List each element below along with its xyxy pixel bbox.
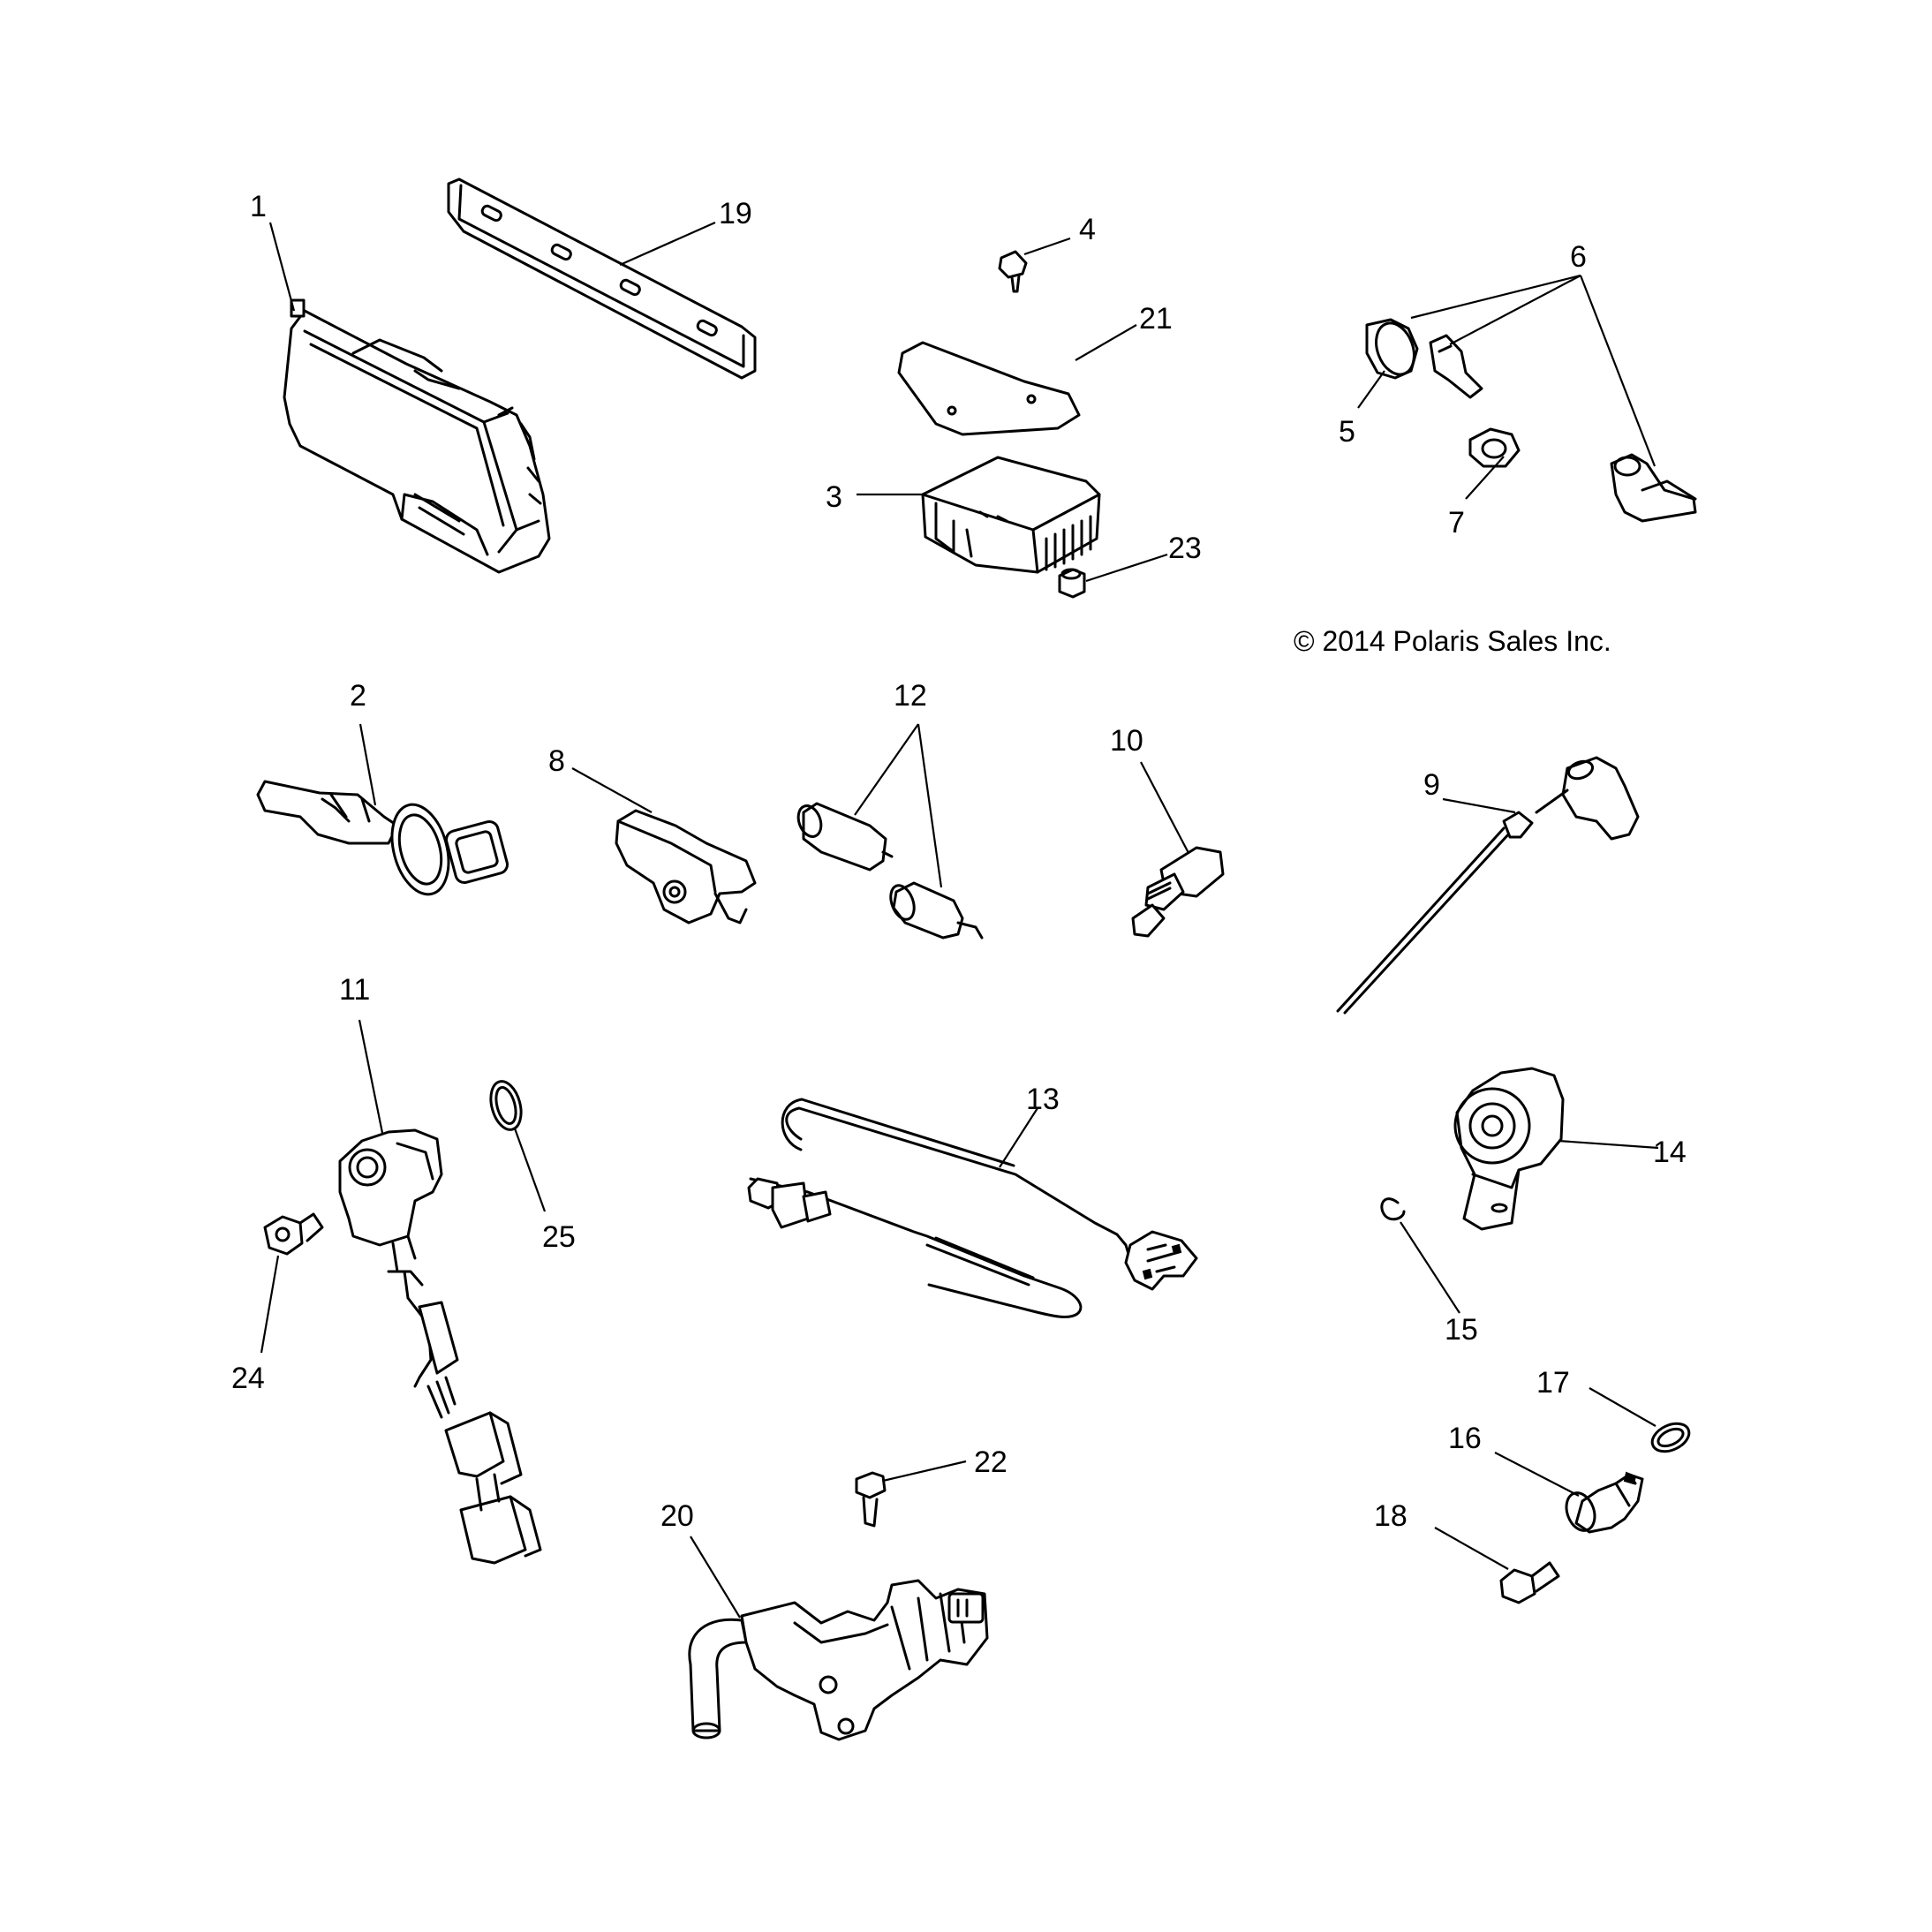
part-10-temp-sensor bbox=[1131, 846, 1225, 938]
part-8-map-sensor bbox=[615, 809, 757, 924]
part-1-ecu bbox=[283, 298, 551, 574]
part-20-valve bbox=[688, 1579, 989, 1741]
part-6-sensor bbox=[1610, 453, 1697, 523]
part-5-cap bbox=[1365, 318, 1419, 380]
callout-16: 16 bbox=[1448, 1422, 1482, 1455]
callout-2: 2 bbox=[350, 679, 366, 713]
part-19-bracket bbox=[447, 177, 757, 380]
callout-25: 25 bbox=[542, 1220, 576, 1254]
part-7-nut bbox=[1468, 427, 1521, 468]
part-21-gasket bbox=[897, 341, 1081, 436]
callout-17: 17 bbox=[1536, 1366, 1570, 1400]
part-16-speed-sensor bbox=[1565, 1471, 1644, 1534]
callout-5: 5 bbox=[1339, 415, 1355, 449]
part-24-bolt bbox=[263, 1212, 324, 1256]
leader-lines bbox=[260, 221, 1659, 1619]
callout-3: 3 bbox=[826, 480, 842, 514]
callout-14: 14 bbox=[1653, 1136, 1687, 1169]
callout-21: 21 bbox=[1139, 302, 1173, 336]
callout-22: 22 bbox=[974, 1445, 1008, 1479]
part-22-screw bbox=[855, 1471, 887, 1528]
callout-19: 19 bbox=[719, 197, 752, 230]
callout-13: 13 bbox=[1026, 1083, 1060, 1116]
callout-4: 4 bbox=[1079, 213, 1096, 246]
callout-15: 15 bbox=[1445, 1313, 1478, 1347]
callout-20: 20 bbox=[660, 1499, 694, 1533]
callout-23: 23 bbox=[1168, 532, 1202, 565]
callout-9: 9 bbox=[1423, 768, 1440, 802]
callout-8: 8 bbox=[548, 744, 565, 778]
part-13-harness bbox=[747, 1098, 1198, 1318]
callout-12: 12 bbox=[894, 679, 927, 713]
callout-11: 11 bbox=[339, 973, 370, 1007]
part-6-tab bbox=[1429, 334, 1483, 399]
part-25-oring bbox=[489, 1080, 523, 1131]
part-15-clip bbox=[1380, 1197, 1406, 1221]
callout-7: 7 bbox=[1448, 506, 1465, 540]
part-18-bolt bbox=[1499, 1561, 1560, 1604]
part-2-sensor bbox=[256, 780, 509, 896]
part-11-tps-sensor bbox=[338, 1128, 542, 1565]
part-9-wire bbox=[1336, 756, 1640, 1015]
part-12-plug-b bbox=[889, 881, 984, 940]
part-4-screw bbox=[998, 250, 1028, 293]
callout-18: 18 bbox=[1374, 1499, 1407, 1533]
part-23-grommet bbox=[1058, 568, 1086, 599]
callout-6: 6 bbox=[1570, 240, 1587, 274]
callout-10: 10 bbox=[1110, 724, 1143, 758]
callout-24: 24 bbox=[231, 1362, 265, 1395]
part-3-regulator bbox=[921, 456, 1101, 574]
callout-1: 1 bbox=[250, 190, 267, 223]
copyright-text: © 2014 Polaris Sales Inc. bbox=[1294, 625, 1611, 657]
part-12-plug-a bbox=[796, 802, 894, 872]
part-14-knock-sensor bbox=[1453, 1067, 1565, 1231]
callout-labels: 1 19 4 21 6 3 5 7 23 © 2014 Polaris Sale… bbox=[231, 190, 1687, 1533]
part-17-oring bbox=[1650, 1422, 1691, 1453]
